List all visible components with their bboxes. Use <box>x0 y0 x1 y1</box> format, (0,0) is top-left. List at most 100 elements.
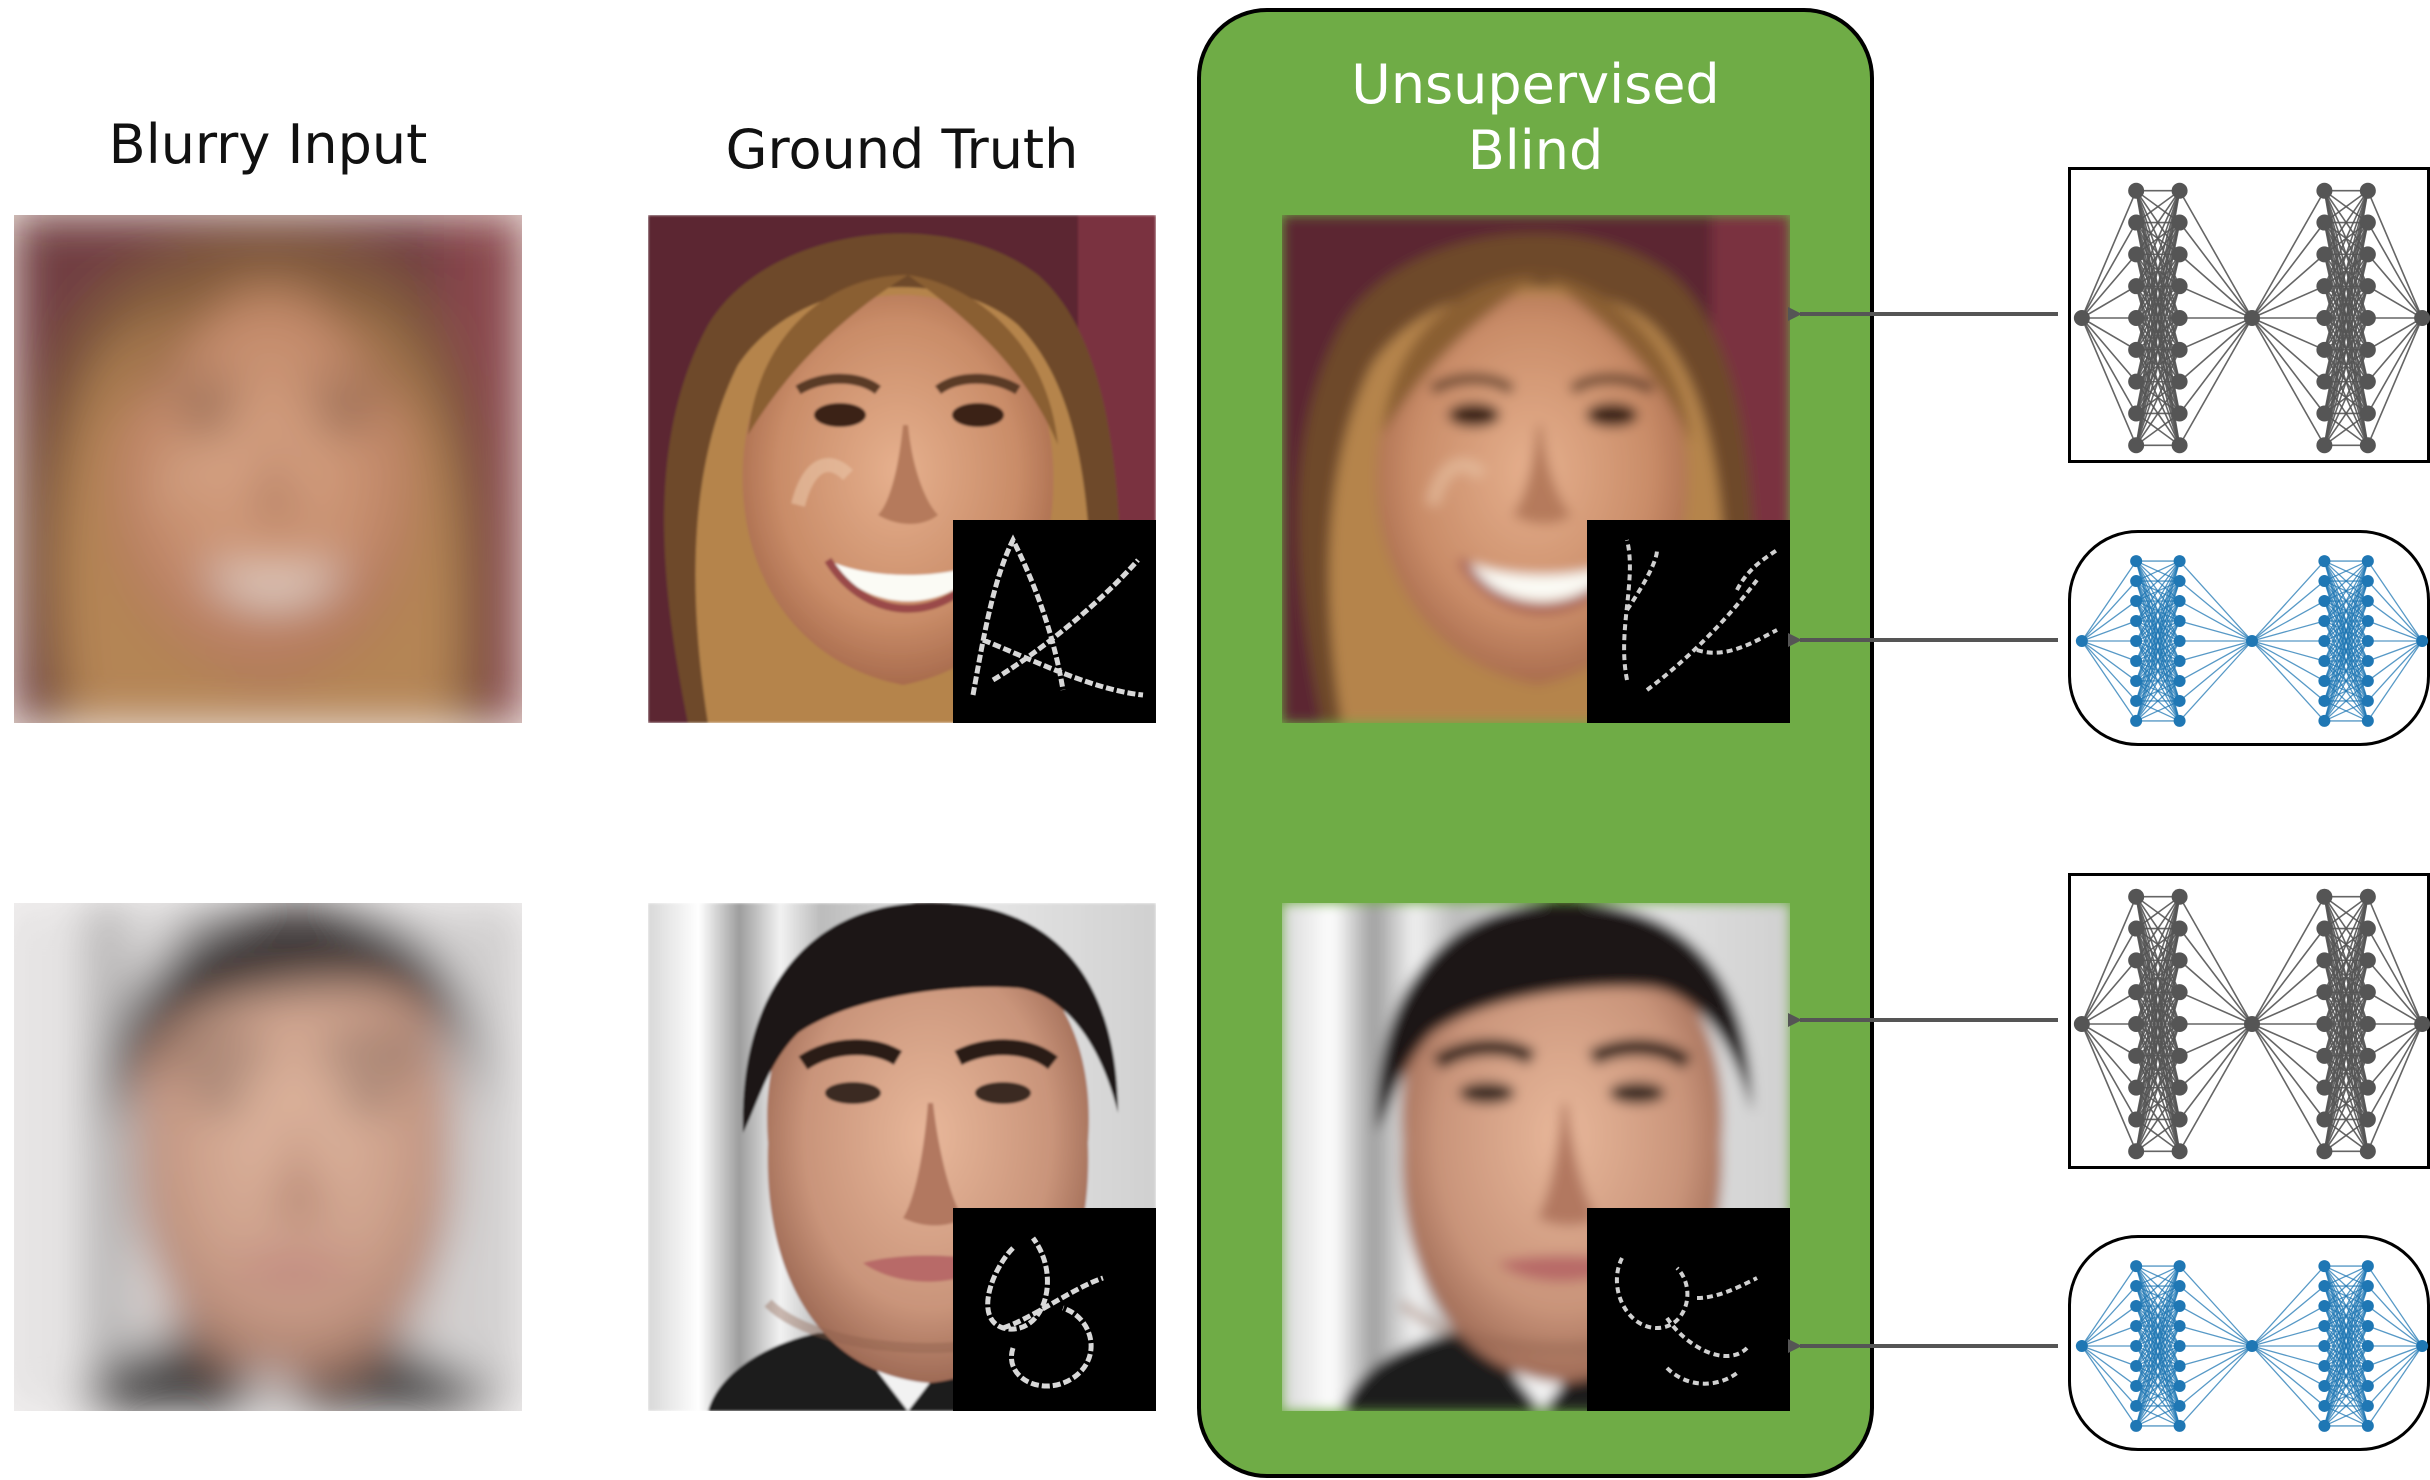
network-node <box>2171 888 2188 905</box>
network-node <box>2128 888 2145 905</box>
network-node <box>2128 1079 2145 1096</box>
network-node <box>2359 1047 2376 1064</box>
network-node <box>2316 182 2333 199</box>
network-node <box>2316 1079 2333 1096</box>
network-node <box>2171 1016 2188 1032</box>
network-node <box>2359 214 2376 231</box>
network-node <box>2316 920 2333 937</box>
network-node <box>2130 1379 2143 1392</box>
network-node <box>2318 575 2331 588</box>
network-node <box>2173 1379 2186 1392</box>
network-node <box>2359 1079 2376 1096</box>
restored-image-woman <box>1282 215 1790 723</box>
network-node <box>2359 1143 2376 1160</box>
network-node <box>2173 555 2186 568</box>
network-node <box>2359 920 2376 937</box>
network-node <box>2359 405 2376 422</box>
network-node <box>2173 1419 2186 1432</box>
network-node <box>2318 555 2331 568</box>
network-node <box>2316 1047 2333 1064</box>
network-node <box>2316 1016 2333 1032</box>
network-node <box>2171 310 2188 326</box>
network-node <box>2359 373 2376 390</box>
network-node <box>2171 437 2188 454</box>
network-node <box>2130 595 2143 608</box>
blue-network-box <box>2068 1235 2430 1451</box>
network-node <box>2359 1111 2376 1128</box>
network-node <box>2316 888 2333 905</box>
network-node <box>2171 1143 2188 1160</box>
network-node <box>2130 635 2143 647</box>
network-node <box>2130 674 2143 687</box>
network-node <box>2075 1340 2088 1352</box>
network-node <box>2130 575 2143 588</box>
network-node <box>2128 310 2145 326</box>
network-node <box>2359 182 2376 199</box>
network-node <box>2316 1143 2333 1160</box>
network-node <box>2361 694 2374 707</box>
ground-truth-image-man <box>648 903 1156 1411</box>
network-node <box>2361 654 2374 667</box>
network-node <box>2318 1419 2331 1432</box>
network-node <box>2359 984 2376 1001</box>
ground-truth-blur-kernel <box>953 1208 1156 1411</box>
network-node <box>2173 694 2186 707</box>
network-node <box>2318 595 2331 608</box>
network-node <box>2171 341 2188 358</box>
network-node <box>2171 1079 2188 1096</box>
network-node <box>2128 1016 2145 1032</box>
network-node <box>2171 373 2188 390</box>
network-node <box>2318 694 2331 707</box>
network-node <box>2359 278 2376 295</box>
network-node <box>2173 1280 2186 1293</box>
network-node <box>2359 246 2376 263</box>
network-node <box>2361 1379 2374 1392</box>
network-node <box>2359 310 2376 326</box>
network-node <box>2244 310 2260 326</box>
network-node <box>2246 635 2258 647</box>
network-node <box>2130 555 2143 568</box>
network-node <box>2173 595 2186 608</box>
network-node <box>2128 278 2145 295</box>
network-node <box>2318 1399 2331 1412</box>
network-node <box>2361 575 2374 588</box>
network-node <box>2359 341 2376 358</box>
network-node <box>2173 1399 2186 1412</box>
network-node <box>2130 615 2143 628</box>
network-node <box>2130 1359 2143 1372</box>
unsupervised-title: Unsupervised <box>1351 53 1720 116</box>
network-node <box>2316 405 2333 422</box>
network-node <box>2128 182 2145 199</box>
blind-title: Blind <box>1467 119 1604 182</box>
network-node <box>2171 182 2188 199</box>
network-node <box>2171 952 2188 969</box>
ground-truth-image-woman <box>648 215 1156 723</box>
network-node <box>2318 1260 2331 1273</box>
network-node <box>2318 654 2331 667</box>
network-node <box>2361 674 2374 687</box>
network-node <box>2361 1260 2374 1273</box>
network-node <box>2128 341 2145 358</box>
network-node <box>2359 437 2376 454</box>
network-node <box>2316 373 2333 390</box>
network-node <box>2318 1359 2331 1372</box>
ground-truth-title: Ground Truth <box>725 118 1079 181</box>
network-node <box>2171 214 2188 231</box>
network-node <box>2173 714 2186 727</box>
network-node <box>2128 214 2145 231</box>
network-node <box>2359 1016 2376 1032</box>
network-node <box>2359 888 2376 905</box>
network-node <box>2173 1340 2186 1352</box>
network-node <box>2316 214 2333 231</box>
restored-image-man <box>1282 903 1790 1411</box>
network-node <box>2171 1111 2188 1128</box>
network-node <box>2318 615 2331 628</box>
network-node <box>2361 714 2374 727</box>
estimated-blur-kernel <box>1587 520 1790 723</box>
network-node <box>2128 373 2145 390</box>
estimated-blur-kernel <box>1587 1208 1790 1411</box>
network-node <box>2173 1300 2186 1313</box>
network-node <box>2128 984 2145 1001</box>
network-node <box>2171 1047 2188 1064</box>
